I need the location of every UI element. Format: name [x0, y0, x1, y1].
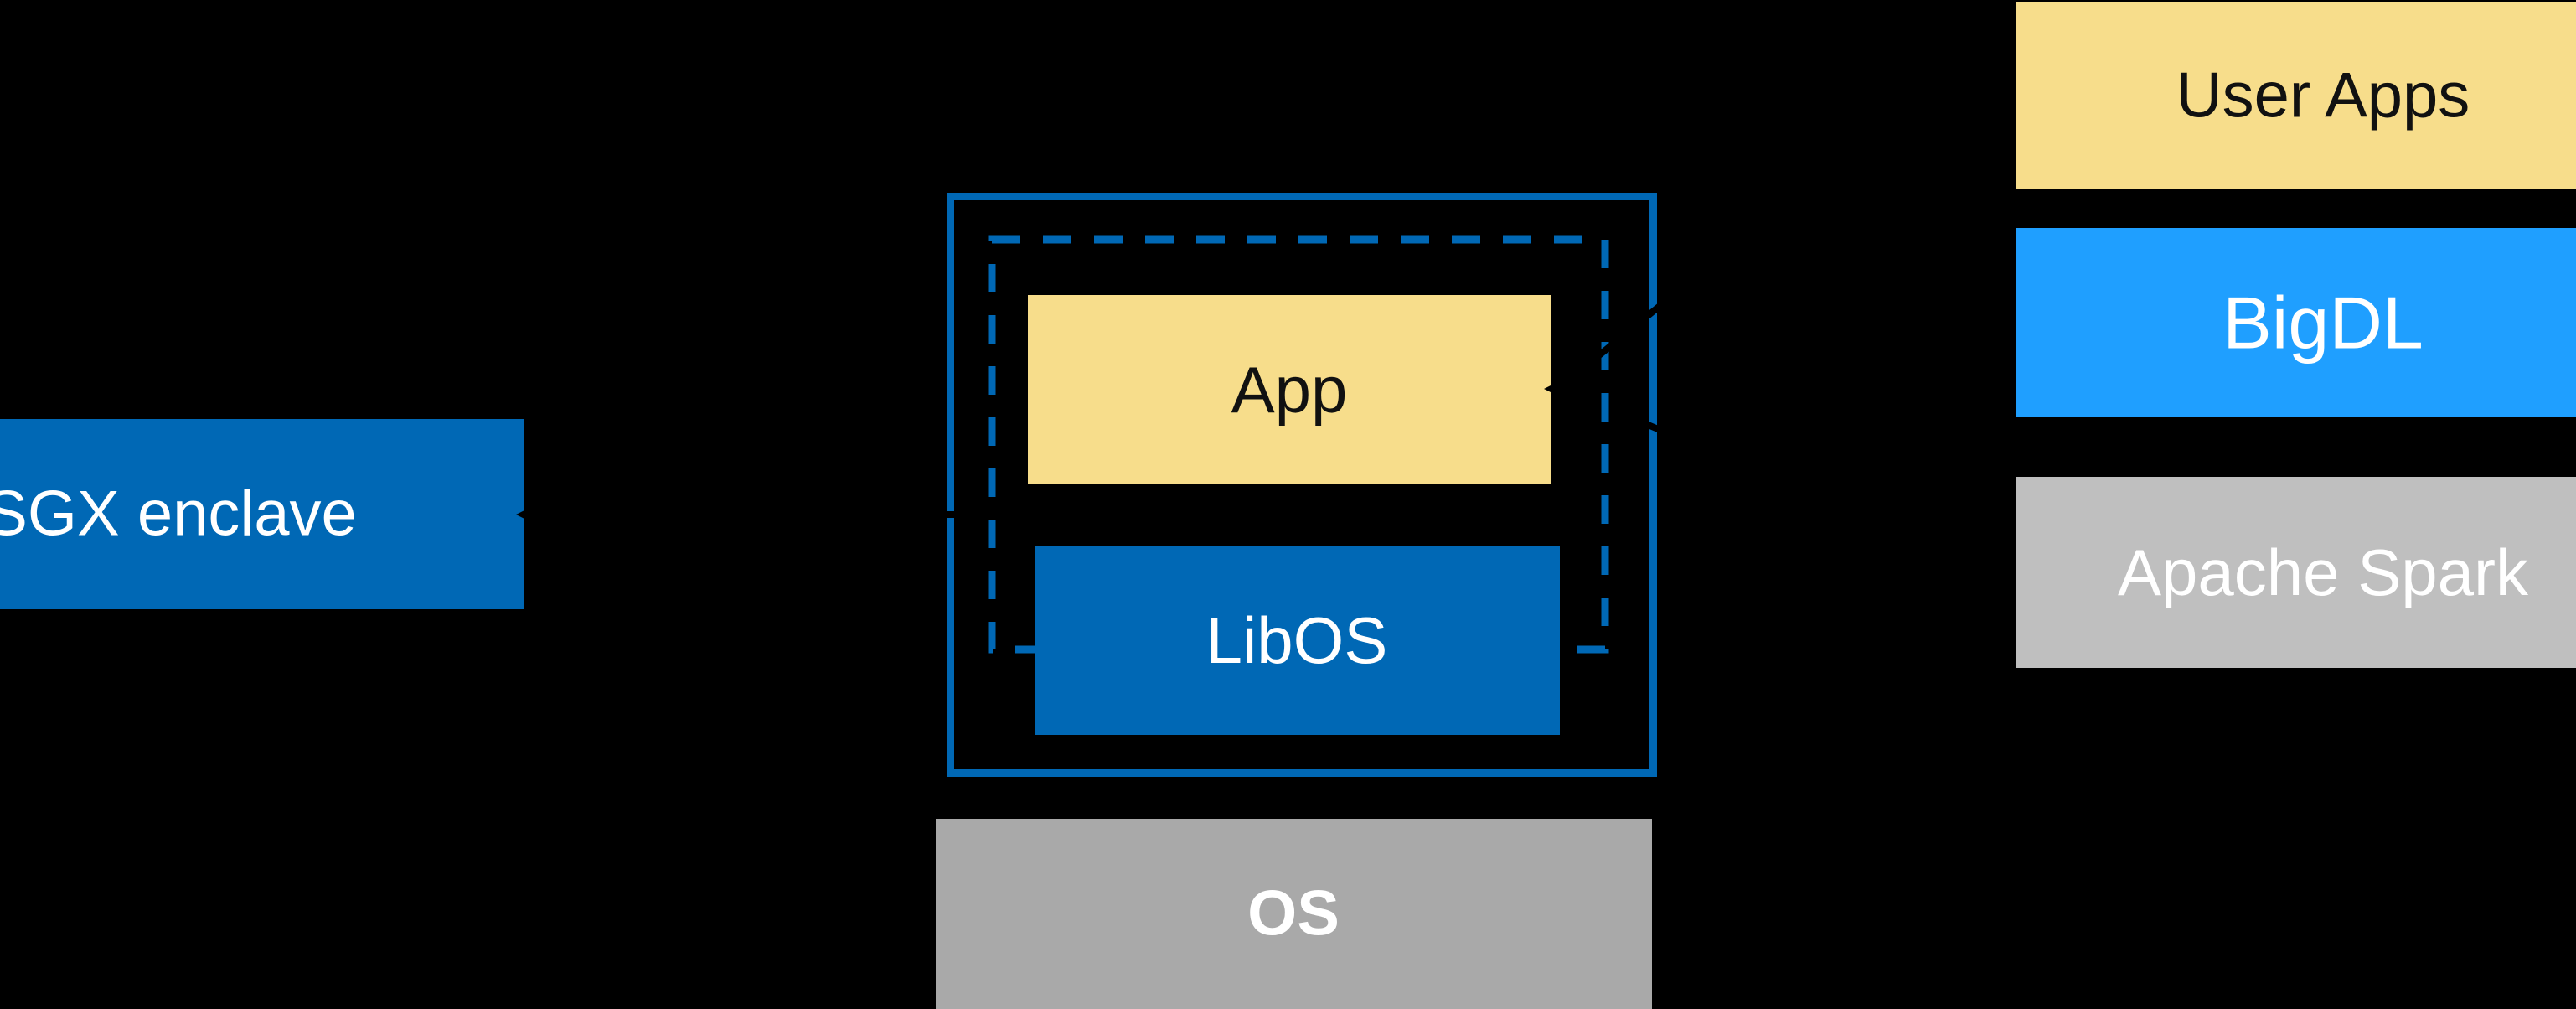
libos-box: [1035, 546, 1560, 735]
stack-user-apps-label: User Apps: [2176, 60, 2470, 132]
enclave-dashed-boundary: [988, 235, 1609, 654]
stack-apache-spark-label: Apache Spark: [2118, 536, 2529, 609]
os-box: [936, 819, 1652, 1009]
app-box: [1028, 295, 1551, 484]
sgx-enclave-label: SGX enclave: [0, 479, 357, 550]
app-label: App: [1231, 353, 1348, 427]
sgx-enclave-label-box: [0, 419, 524, 609]
arrowhead-app-icon: [1544, 375, 1571, 402]
funnel-line-upper: [1557, 13, 2018, 391]
funnel-line-lower: [1610, 406, 2017, 582]
host-outer-box: [947, 193, 1657, 777]
stack-user-apps-box: [2016, 2, 2576, 189]
stack-bigdl-box: [2016, 228, 2576, 417]
libos-label: LibOS: [1206, 603, 1388, 677]
stack-apache-spark-box: [2016, 477, 2576, 668]
arrowhead-sgx-icon: [516, 501, 543, 528]
os-label: OS: [1247, 878, 1340, 949]
stack-bigdl-label: BigDL: [2222, 282, 2424, 365]
